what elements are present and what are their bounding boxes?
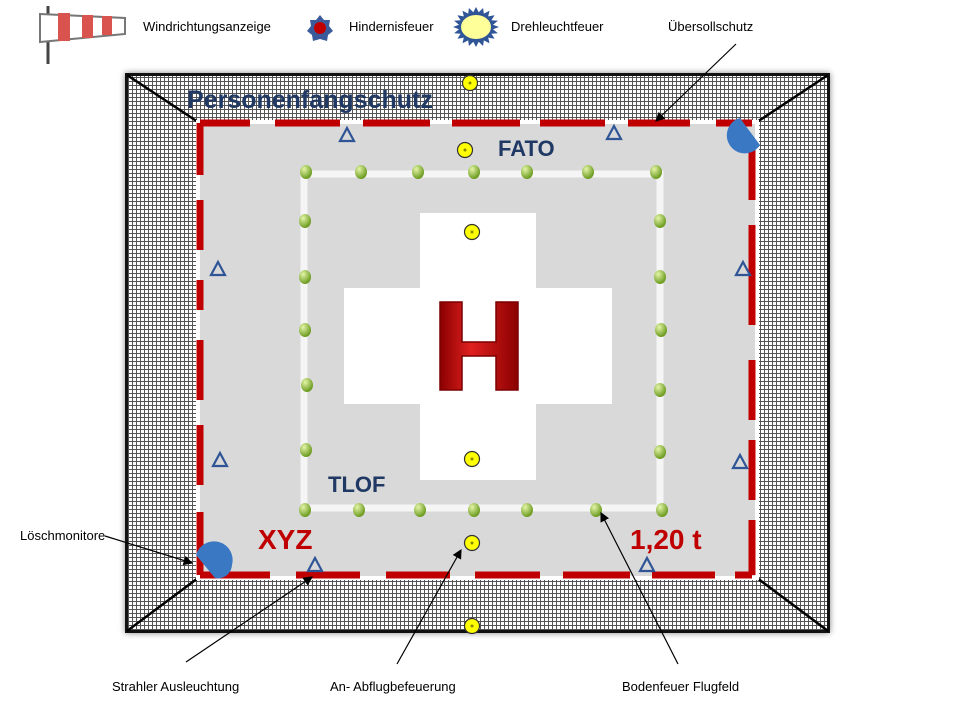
ground-light-icon	[301, 378, 313, 392]
ground-light-icon	[299, 214, 311, 228]
legend-windsock-label: Windrichtungsanzeige	[143, 19, 271, 34]
approach-light-center	[463, 148, 467, 152]
ground-light-icon	[299, 503, 311, 517]
ground-light-icon	[355, 165, 367, 179]
ground-light-icon	[650, 165, 662, 179]
beacon-core	[461, 15, 491, 39]
floodlight-icon	[306, 555, 324, 573]
ground-light-icon	[654, 445, 666, 459]
ground-light-icon	[590, 503, 602, 517]
ground-light-icon	[412, 165, 424, 179]
floodlight-icon	[209, 259, 227, 277]
callout-monitors: Löschmonitore	[20, 528, 105, 543]
rotating-beacon-icon	[453, 7, 499, 47]
fato-red-border	[196, 119, 756, 579]
ground-light-icon	[582, 165, 594, 179]
floodlight-icon	[605, 123, 623, 141]
ground-light-icon	[300, 443, 312, 457]
ground-light-icon	[655, 323, 667, 337]
ground-light-icon	[468, 503, 480, 517]
windsock-icon	[39, 6, 126, 64]
ground-light-icon	[353, 503, 365, 517]
callout-floodlights: Strahler Ausleuchtung	[112, 679, 239, 694]
ground-light-icon	[654, 214, 666, 228]
floodlight-icon	[638, 555, 656, 573]
ground-light-icon	[656, 503, 668, 517]
callout-overload: Übersollschutz	[668, 19, 753, 34]
corner-lines	[126, 73, 829, 633]
approach-light-center	[470, 624, 474, 628]
approach-light-center	[470, 457, 474, 461]
fire-monitor-icon	[726, 118, 760, 154]
ground-light-icon	[468, 165, 480, 179]
fato-label: FATO	[498, 136, 555, 161]
approach-light-center	[470, 541, 474, 545]
fire-monitor-icon	[196, 541, 233, 579]
ground-light-icon	[299, 270, 311, 284]
approach-light-center	[468, 81, 472, 85]
ground-light-icon	[521, 503, 533, 517]
legend-rotating-beacon-label: Drehleuchtfeuer	[511, 19, 604, 34]
tlof-label: TLOF	[328, 472, 385, 497]
ground-light-icon	[414, 503, 426, 517]
floodlight-icon	[734, 259, 752, 277]
tlof-border	[300, 170, 664, 512]
floodlight-icon	[731, 452, 749, 470]
h-marking	[439, 301, 519, 391]
approach-light-center	[470, 230, 474, 234]
floodlight-icon	[211, 450, 229, 468]
ground-light-icon	[654, 383, 666, 397]
ground-light-icon	[300, 165, 312, 179]
callout-arrows	[104, 43, 737, 665]
floodlight-icon	[338, 125, 356, 143]
weight-label: 1,20 t	[630, 524, 702, 555]
ground-light-icon	[521, 165, 533, 179]
callout-approach-lights: An- Abflugbefeuerung	[330, 679, 456, 694]
ground-light-icon	[654, 270, 666, 284]
ground-light-icon	[299, 323, 311, 337]
legend-obstacle-light-label: Hindernisfeuer	[349, 19, 434, 34]
identifier-label: XYZ	[258, 524, 312, 555]
safety-net-label: Personenfangschutz	[187, 86, 433, 114]
callout-ground-lights: Bodenfeuer Flugfeld	[622, 679, 739, 694]
